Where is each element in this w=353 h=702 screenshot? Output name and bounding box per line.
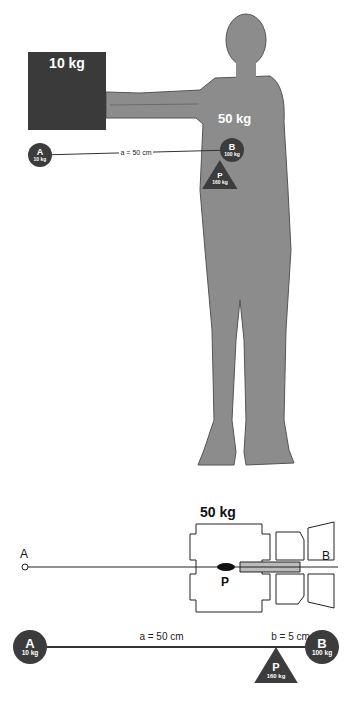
vertebra [276, 574, 304, 604]
node-weight: 160 kg [202, 180, 238, 185]
text-holder: A10 kg [22, 637, 39, 657]
lever-arm [47, 646, 276, 648]
vertebra [276, 532, 304, 560]
load-circle: A10 kg [13, 630, 47, 664]
neck [236, 60, 256, 80]
node-title: A [34, 148, 47, 157]
pivot-triangle: P160 kg [254, 647, 298, 683]
pivot-triangle: P160 kg [202, 160, 238, 189]
text-holder: P160 kg [202, 172, 238, 185]
node-title: P [202, 172, 238, 180]
lever-line [25, 567, 338, 568]
point-label: B [322, 550, 330, 562]
head [226, 14, 266, 66]
pivot-oval [217, 563, 235, 571]
node-title: B [224, 143, 240, 152]
vertebra [308, 574, 334, 608]
load-circle: A10 kg [28, 143, 52, 167]
vertebra [308, 522, 334, 560]
node-title: 10 kg [34, 56, 100, 70]
dimension-label: a = 50 cm [119, 148, 154, 157]
point-label: A [20, 548, 28, 560]
point-label: P [221, 576, 229, 588]
node-title: A [22, 637, 39, 650]
node-title: B [312, 637, 332, 650]
node-weight: 100 kg [312, 650, 332, 657]
arm-line [110, 104, 198, 105]
force-circle: B100 kg [305, 630, 339, 664]
node-title: P [254, 662, 298, 673]
dimension-label: a = 50 cm [139, 632, 183, 642]
body-weight-label: 50 kg [200, 505, 236, 519]
lever-arm [276, 646, 305, 648]
node-weight: 160 kg [254, 673, 298, 679]
node-weight: 10 kg [22, 650, 39, 657]
text-holder: B100 kg [224, 143, 240, 157]
body-weight-label: 50 kg [218, 112, 251, 125]
load-point [22, 564, 28, 570]
text-holder: P160 kg [254, 662, 298, 679]
weight-box: 10 kg [28, 52, 106, 130]
node-weight: 10 kg [34, 157, 47, 162]
force-circle: B100 kg [220, 138, 244, 162]
node-weight: 100 kg [224, 152, 240, 157]
text-holder: A10 kg [34, 148, 47, 162]
body [106, 76, 294, 465]
text-holder: B100 kg [312, 637, 332, 657]
text-holder: 10 kg [34, 56, 100, 70]
human-silhouette [106, 14, 294, 465]
dimension-label: b = 5 cm [271, 632, 310, 642]
